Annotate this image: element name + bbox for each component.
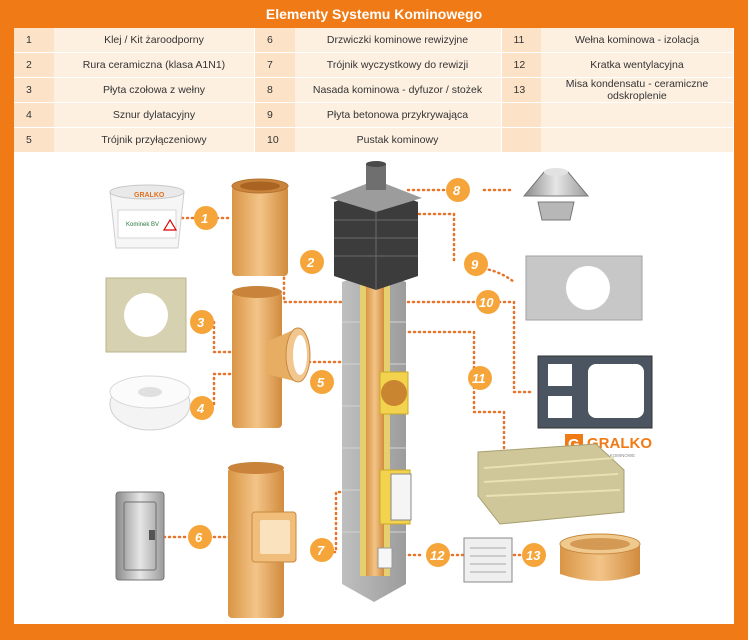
callout-badge-5: 5: [310, 370, 334, 394]
svg-text:2: 2: [306, 255, 315, 270]
wool-insulation-slabs: [477, 443, 625, 525]
svg-text:9: 9: [471, 257, 479, 272]
legend-label: Klej / Kit żaroodporny: [54, 28, 255, 53]
legend-label: Pustak kominowy: [294, 127, 502, 153]
legend-number: 12: [501, 52, 541, 78]
diagram-canvas: GRALKO Kominek BV: [14, 152, 734, 624]
condensate-bowl: [559, 533, 641, 581]
chimney-diffuser-cap: [522, 168, 590, 221]
callout-badge-7: 7: [310, 538, 334, 562]
legend-label: Trójnik wyczystkowy do rewizji: [294, 52, 502, 78]
legend-number: 11: [501, 28, 541, 53]
svg-text:13: 13: [526, 548, 541, 563]
legend-row: 2 Rura ceramiczna (klasa A1N1) 7 Trójnik…: [14, 52, 734, 78]
legend-label: Wełna kominowa - izolacja: [541, 28, 734, 53]
callout-badge-1: 1: [194, 206, 218, 230]
bucket-label: Kominek BV: [126, 222, 159, 228]
legend-number: 10: [254, 127, 295, 153]
callout-badge-10: 10: [476, 290, 500, 314]
legend-number: 13: [501, 77, 541, 103]
svg-text:11: 11: [472, 371, 486, 386]
callout-badge-4: 4: [190, 396, 214, 420]
svg-text:6: 6: [195, 530, 203, 545]
legend-number: 5: [14, 127, 54, 153]
callout-badge-3: 3: [190, 310, 214, 334]
legend-number: [501, 127, 541, 153]
svg-text:8: 8: [453, 183, 461, 198]
heat-resistant-adhesive-bucket: GRALKO Kominek BV: [109, 184, 185, 249]
callout-badges: 1 2 3 4 5 6 7 8 9 10 11 12 13: [188, 178, 546, 567]
legend-label: Kratka wentylacyjna: [541, 52, 734, 78]
legend-label: Płyta betonowa przykrywająca: [294, 102, 502, 128]
svg-text:7: 7: [317, 543, 325, 558]
legend-label: Misa kondensatu - ceramiczne odskropleni…: [541, 77, 734, 103]
legend-number: 2: [14, 52, 54, 78]
legend-table: 1 Klej / Kit żaroodporny 6 Drzwiczki kom…: [14, 28, 734, 153]
wool-front-plate: [105, 277, 187, 353]
logo-letter: G: [568, 436, 580, 453]
legend-row: 1 Klej / Kit żaroodporny 6 Drzwiczki kom…: [14, 28, 734, 53]
legend-label: Płyta czołowa z wełny: [54, 77, 255, 103]
ceramic-pipe: [231, 178, 289, 276]
legend-number: 8: [254, 77, 295, 103]
chimney-cross-section: [330, 161, 422, 602]
legend-number: 9: [254, 102, 295, 128]
callout-badge-9: 9: [464, 252, 488, 276]
legend-row: 4 Sznur dylatacyjny 9 Płyta betonowa prz…: [14, 102, 734, 128]
callout-badge-6: 6: [188, 525, 212, 549]
legend-number: 4: [14, 102, 54, 128]
svg-text:12: 12: [430, 548, 445, 563]
legend-number: [501, 102, 541, 128]
chimney-block: [537, 355, 653, 429]
connection-tee: [232, 286, 311, 428]
callout-badge-12: 12: [426, 543, 450, 567]
concrete-cover-plate: [525, 255, 643, 321]
callout-badge-2: 2: [300, 250, 324, 274]
logo-tagline: SYSTEMY KOMINOWE: [587, 453, 635, 458]
cleaning-tee: [228, 462, 297, 618]
legend-label: Drzwiczki kominowe rewizyjne: [294, 28, 502, 53]
svg-text:5: 5: [317, 375, 325, 390]
legend-row: 5 Trójnik przyłączeniowy 10 Pustak komin…: [14, 127, 734, 153]
legend-row: 3 Płyta czołowa z wełny 8 Nasada kominow…: [14, 77, 734, 103]
legend-label: Trójnik przyłączeniowy: [54, 127, 255, 153]
legend-label: Rura ceramiczna (klasa A1N1): [54, 52, 255, 78]
chimney-system-illustration: GRALKO Kominek BV: [105, 161, 653, 618]
legend-label: [541, 102, 734, 128]
legend-number: 1: [14, 28, 54, 53]
dilatation-cord-roll: [109, 375, 191, 431]
logo-name: GRALKO: [587, 435, 652, 452]
svg-text:1: 1: [201, 211, 208, 226]
legend-label: [541, 127, 734, 153]
svg-text:10: 10: [479, 295, 494, 310]
legend-label: Sznur dylatacyjny: [54, 102, 255, 128]
callout-badge-8: 8: [446, 178, 470, 202]
svg-text:4: 4: [196, 401, 205, 416]
callout-badge-13: 13: [522, 543, 546, 567]
diagram-title: Elementy Systemu Kominowego: [265, 6, 483, 22]
callout-badge-11: 11: [468, 366, 492, 390]
legend-label: Nasada kominowa - dyfuzor / stożek: [294, 77, 502, 103]
legend-number: 6: [254, 28, 295, 53]
inspection-door: [115, 491, 165, 581]
svg-text:3: 3: [197, 315, 205, 330]
legend-number: 7: [254, 52, 295, 78]
legend-number: 3: [14, 77, 54, 103]
bucket-brand: GRALKO: [134, 192, 165, 199]
ventilation-grille: [463, 537, 513, 583]
